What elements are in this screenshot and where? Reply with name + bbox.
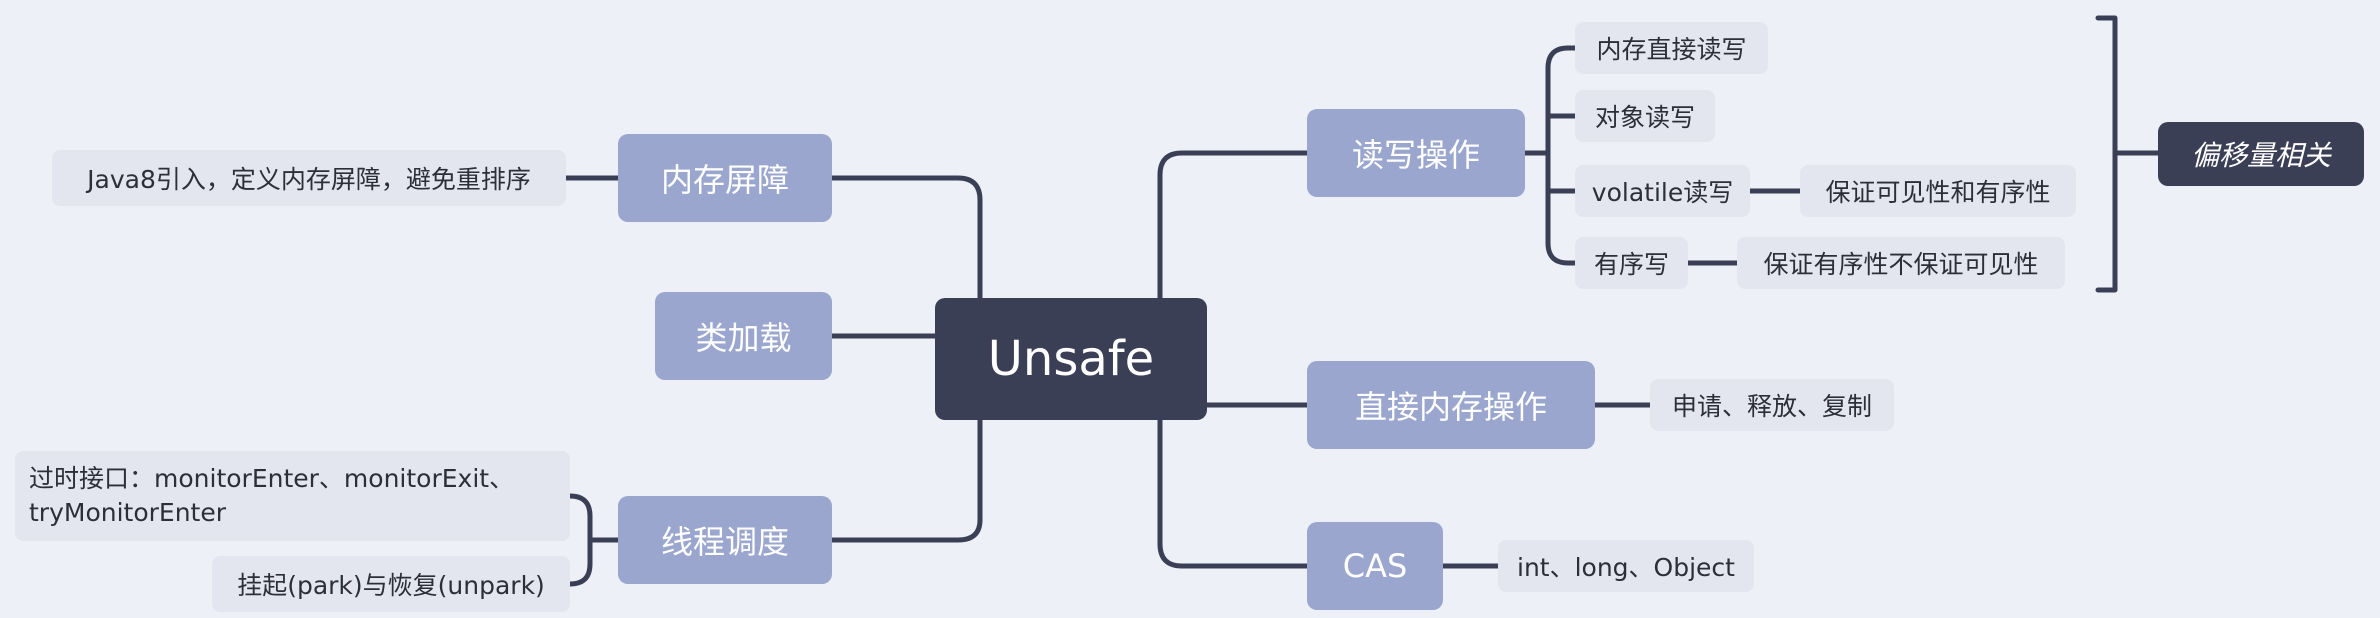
connector-root-cas bbox=[1157, 417, 1310, 569]
read-write-child-volatile[interactable]: volatile读写 bbox=[1575, 165, 1750, 217]
root-node[interactable]: Unsafe bbox=[935, 298, 1207, 420]
connector-root-read-write bbox=[1157, 150, 1310, 301]
direct-memory-note[interactable]: 申请、释放、复制 bbox=[1650, 379, 1894, 431]
memory-barrier-node[interactable]: 内存屏障 bbox=[618, 134, 832, 222]
volatile-note[interactable]: 保证可见性和有序性 bbox=[1800, 165, 2076, 217]
class-loading-node[interactable]: 类加载 bbox=[655, 292, 832, 380]
offset-summary-node[interactable]: 偏移量相关 bbox=[2158, 122, 2364, 186]
ordered-note[interactable]: 保证有序性不保证可见性 bbox=[1737, 237, 2065, 289]
connector-thread-scheduling-notes bbox=[567, 493, 625, 587]
memory-barrier-note[interactable]: Java8引入，定义内存屏障，避免重排序 bbox=[52, 150, 566, 206]
read-write-child-ordered[interactable]: 有序写 bbox=[1575, 237, 1688, 289]
cas-node[interactable]: CAS bbox=[1307, 522, 1443, 610]
cas-note[interactable]: int、long、Object bbox=[1498, 540, 1754, 592]
connector-read-write-children bbox=[1522, 45, 1578, 266]
summary-bracket bbox=[2095, 15, 2161, 293]
thread-scheduling-note-park[interactable]: 挂起(park)与恢复(unpark) bbox=[212, 556, 570, 612]
thread-scheduling-note-deprecated[interactable]: 过时接口：monitorEnter、monitorExit、tryMonitor… bbox=[15, 451, 570, 541]
connector-root-memory-barrier bbox=[829, 175, 983, 301]
read-write-node[interactable]: 读写操作 bbox=[1307, 109, 1525, 197]
connector-root-thread-scheduling bbox=[829, 417, 983, 543]
direct-memory-node[interactable]: 直接内存操作 bbox=[1307, 361, 1595, 449]
thread-scheduling-node[interactable]: 线程调度 bbox=[618, 496, 832, 584]
read-write-child-object[interactable]: 对象读写 bbox=[1575, 90, 1715, 142]
read-write-child-direct[interactable]: 内存直接读写 bbox=[1575, 22, 1768, 74]
